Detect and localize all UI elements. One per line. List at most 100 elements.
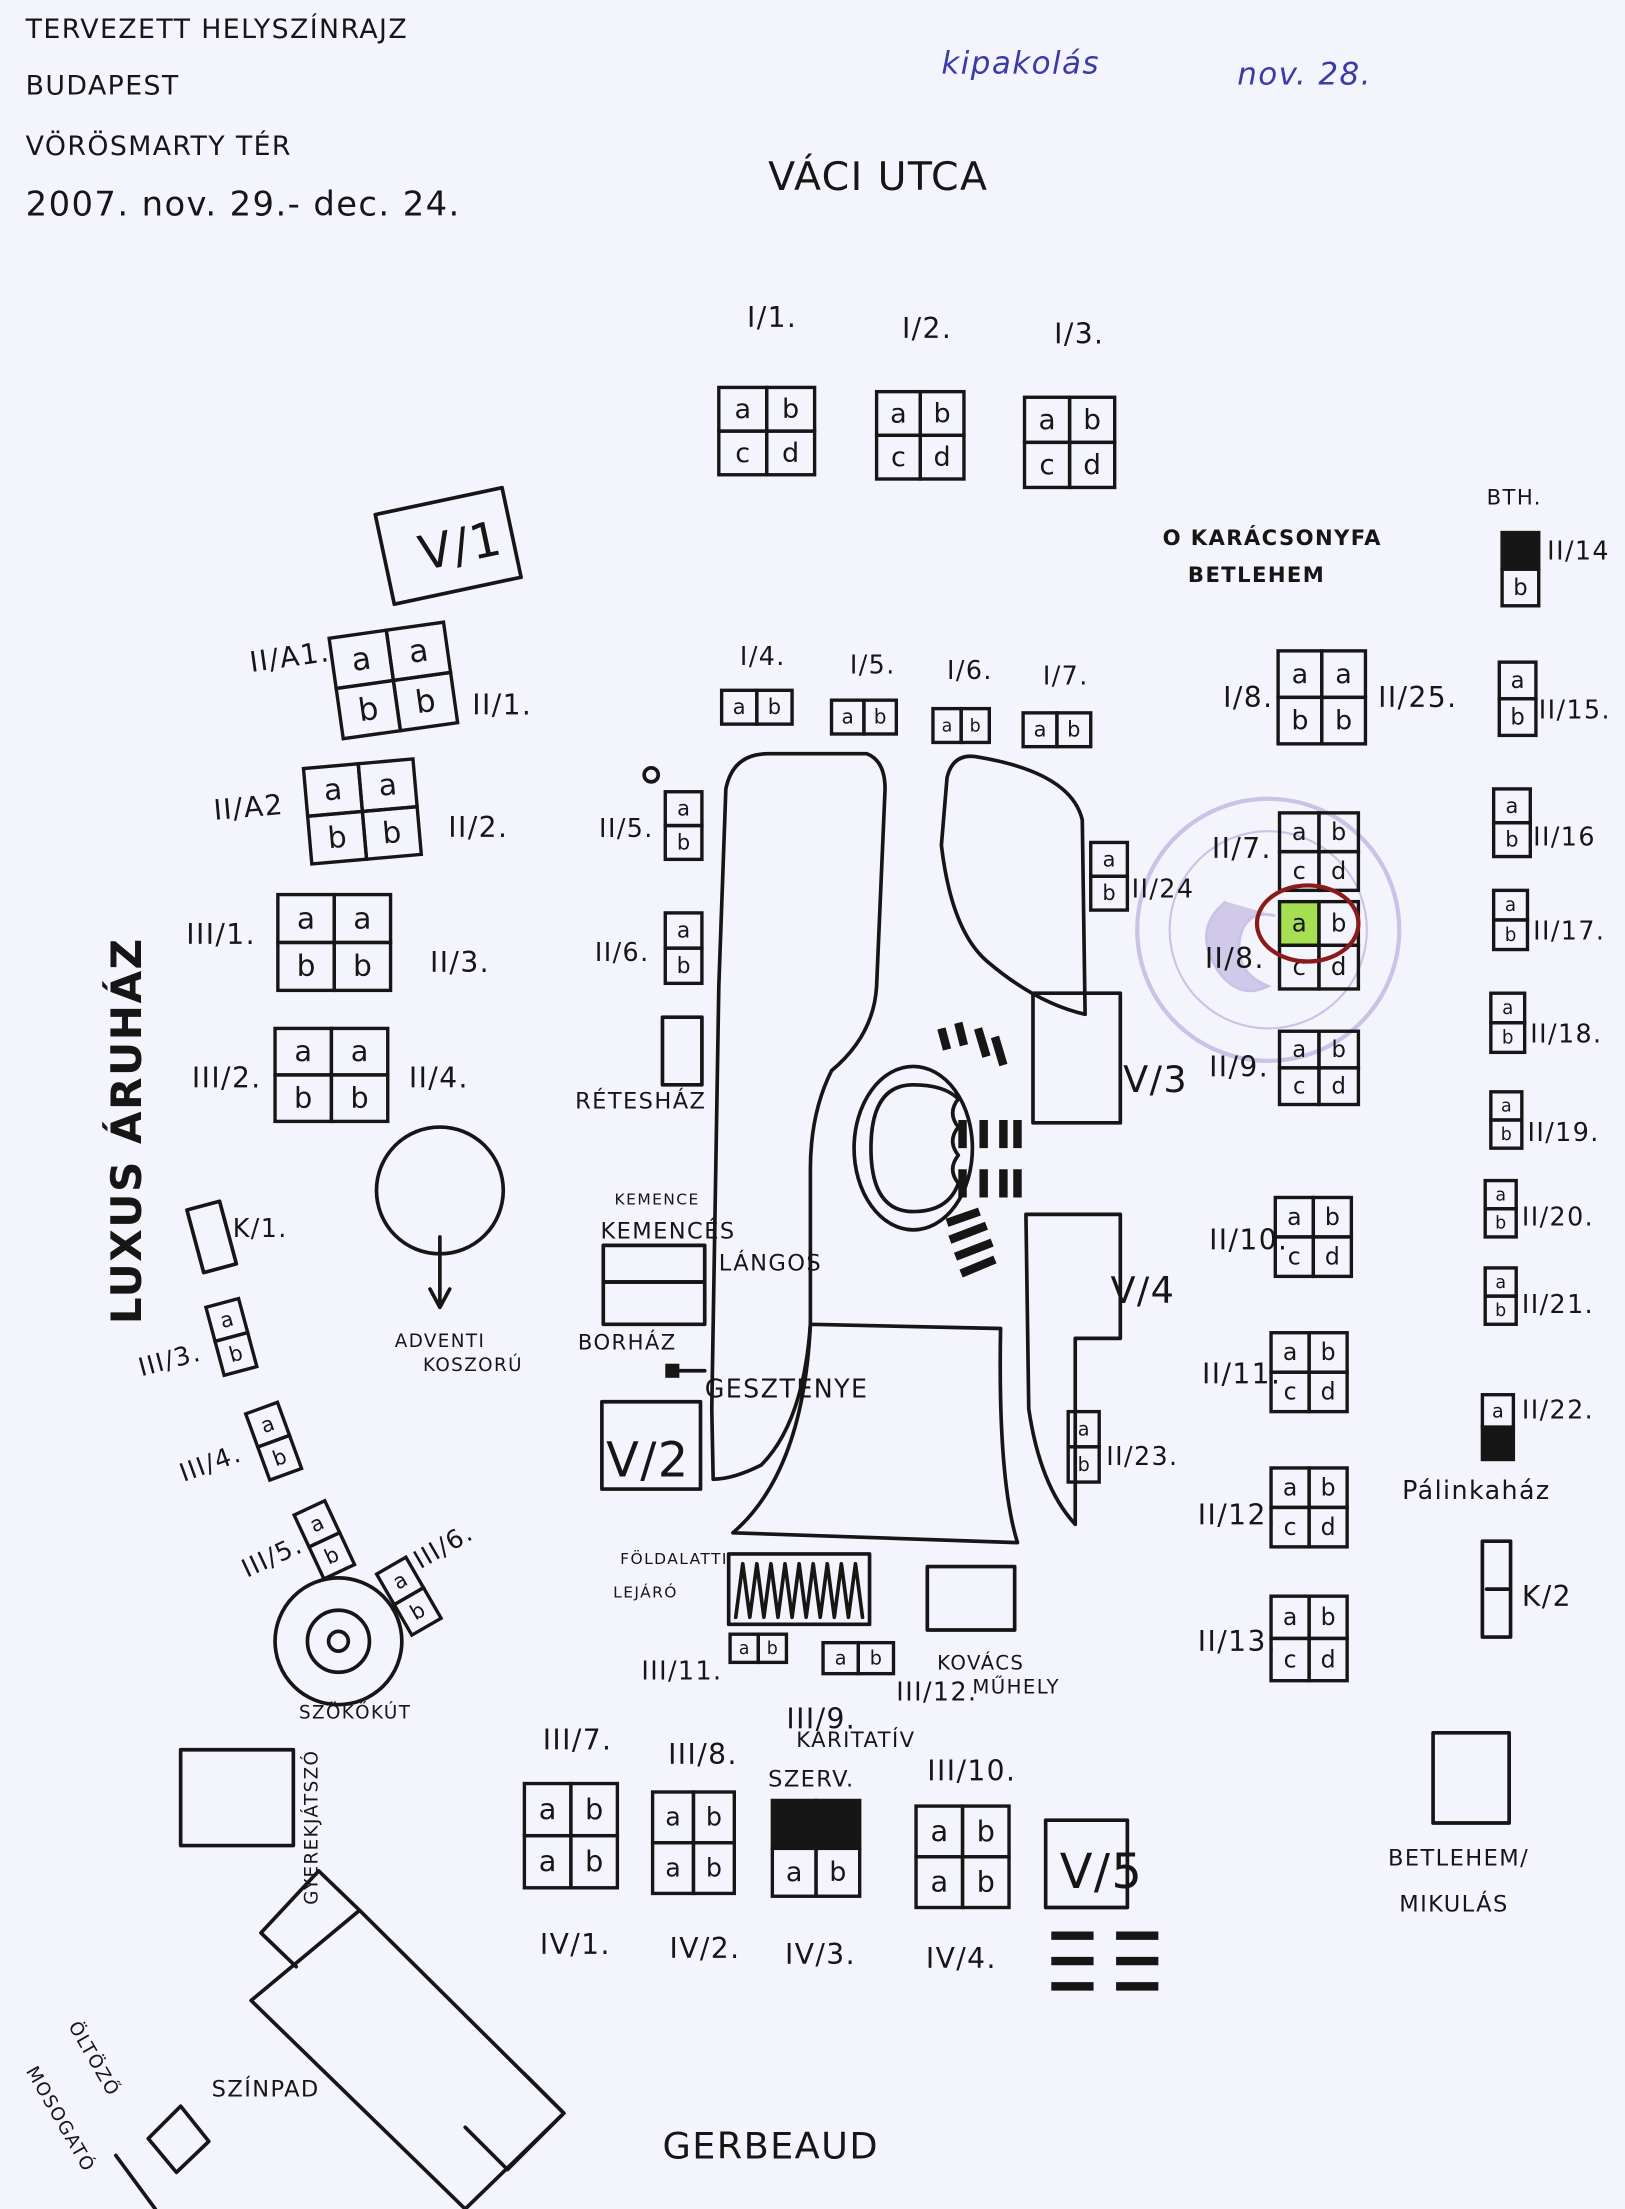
stall-cell-label: a: [1283, 1338, 1297, 1366]
stall-cell[interactable]: [960, 1855, 1011, 1910]
stall-cell[interactable]: [1317, 849, 1361, 893]
stall-cell[interactable]: [1307, 1636, 1349, 1683]
stall-cell[interactable]: [765, 429, 817, 477]
stall-cell[interactable]: [856, 1640, 896, 1676]
stall-cell-label: a: [1495, 1185, 1506, 1205]
stall-cell[interactable]: [959, 706, 991, 745]
stall-cell[interactable]: [1307, 1370, 1349, 1414]
stall-cell[interactable]: [1500, 567, 1541, 608]
stall-ii-14[interactable]: bII/14: [1500, 530, 1610, 608]
stall-cell-label: d: [782, 438, 799, 469]
stall-cell[interactable]: [1311, 1235, 1354, 1279]
stall-cell[interactable]: [1483, 1207, 1518, 1239]
stall-cell-label: b: [977, 1814, 995, 1848]
stall-cell-occupied[interactable]: [770, 1798, 818, 1851]
stall-cell[interactable]: [663, 946, 704, 986]
stall-cell[interactable]: [1497, 697, 1538, 738]
stall-cell[interactable]: [329, 1073, 390, 1124]
stall-cell[interactable]: [332, 940, 393, 993]
stall-cell[interactable]: [569, 1833, 620, 1890]
stall-cell-label: b: [1078, 1453, 1090, 1476]
stall-cell-label: b: [326, 820, 348, 857]
stall-cell[interactable]: [814, 1846, 862, 1898]
stall-cell[interactable]: [1307, 1505, 1349, 1549]
stall-cell[interactable]: [1320, 695, 1368, 746]
landmark-v-4: V/4: [1110, 1269, 1175, 1312]
landmark-gerbeaud: GERBEAUD: [662, 2124, 878, 2167]
stall-cell-label: a: [306, 1510, 328, 1537]
stall-cell[interactable]: [1491, 821, 1532, 859]
stall-cell[interactable]: [212, 1330, 259, 1378]
stall-cell[interactable]: [391, 1585, 444, 1638]
landmark-gesztenye: GESZTENYE: [705, 1374, 869, 1404]
landmark-m-hely: MŰHELY: [972, 1674, 1060, 1698]
stall-cell[interactable]: [1317, 1066, 1361, 1107]
stall-cell[interactable]: [1317, 943, 1361, 991]
stall-cell-occupied[interactable]: [814, 1798, 862, 1851]
stall-cell-label: b: [1331, 1037, 1345, 1063]
stall-cell-occupied[interactable]: [1500, 530, 1541, 571]
stall-cell[interactable]: [663, 823, 704, 862]
stall-cell[interactable]: [1489, 1021, 1527, 1055]
stall-cell[interactable]: [1055, 711, 1093, 749]
stall-cell[interactable]: [391, 670, 460, 733]
stall-cell-occupied[interactable]: [1480, 1425, 1516, 1462]
stall-cell[interactable]: [756, 1632, 789, 1665]
stall-cell[interactable]: [255, 1433, 304, 1483]
stall-cell[interactable]: [1491, 918, 1530, 952]
stall-cell[interactable]: [1066, 1445, 1101, 1484]
stall-cell[interactable]: [360, 804, 424, 862]
stall-cell[interactable]: [691, 1841, 737, 1896]
stall-cell[interactable]: [1483, 1294, 1518, 1326]
stall-cell[interactable]: [1067, 440, 1117, 490]
stall-cell[interactable]: [862, 698, 899, 736]
stall-cell[interactable]: [306, 1530, 357, 1582]
stall-cell[interactable]: [755, 688, 794, 726]
stall-cell[interactable]: [1089, 874, 1130, 912]
stall-cell[interactable]: [1489, 1118, 1524, 1150]
stall-cell[interactable]: [918, 433, 966, 481]
